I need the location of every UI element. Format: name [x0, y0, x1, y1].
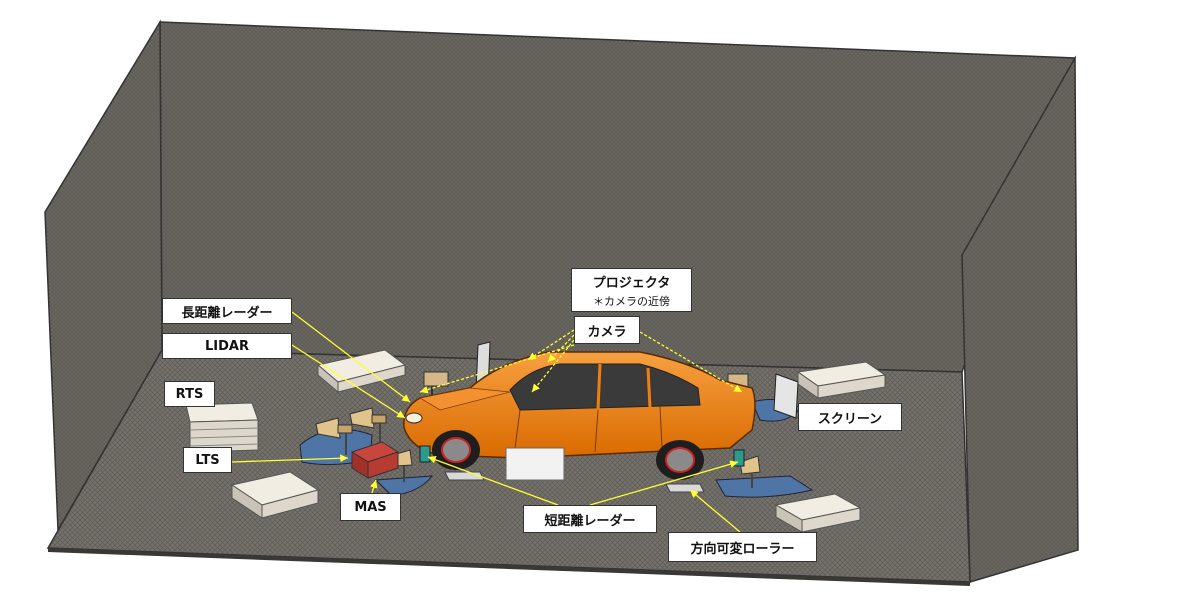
- label-projector: プロジェクタ ＊カメラの近傍: [571, 268, 692, 312]
- absorber-stack: [185, 402, 259, 453]
- leader-lts: [231, 454, 349, 463]
- leader-lidar: [291, 344, 406, 419]
- leader-variable-roller: [689, 489, 741, 533]
- mas-unit: [350, 441, 400, 479]
- car-windows: [509, 363, 701, 411]
- screen-panel: [773, 373, 799, 419]
- leader-camera-2: [547, 334, 575, 363]
- label-variable-roller: 方向可変ローラー: [668, 532, 817, 562]
- floor-edge: [48, 548, 970, 586]
- car-window-divider: [596, 363, 652, 411]
- horn-antenna: [315, 417, 353, 455]
- car-headlight: [405, 412, 423, 424]
- screens: [475, 341, 799, 419]
- short-range-radar-sensors: [419, 445, 745, 467]
- label-lidar: LIDAR: [162, 333, 292, 359]
- leader-camera-4: [419, 344, 575, 394]
- leader-mas: [369, 479, 378, 494]
- leader-lines: [231, 311, 743, 533]
- leader-short-range-radar-1: [427, 456, 559, 506]
- mat-rear-right: [715, 475, 814, 498]
- label-screen: スクリーン: [798, 403, 902, 431]
- label-rts: RTS: [164, 381, 215, 407]
- car-door-lines: [514, 405, 663, 453]
- label-short-range-radar: 短距離レーダー: [523, 505, 657, 533]
- horn-antenna: [739, 455, 761, 488]
- rear-wheel: [656, 440, 704, 480]
- label-long-range-radar: 長距離レーダー: [162, 298, 292, 324]
- car: [403, 351, 756, 493]
- absorber-stacks: [185, 349, 887, 533]
- leader-camera-1: [527, 329, 575, 361]
- leader-long-range-radar: [291, 311, 411, 403]
- label-camera: カメラ: [574, 316, 640, 344]
- label-mas: MAS: [340, 493, 401, 521]
- camera-rig-front: [423, 371, 449, 400]
- label-lts: LTS: [183, 447, 232, 473]
- absorber-stack: [796, 361, 887, 399]
- license-plate: [505, 447, 565, 481]
- horn-antenna: [349, 407, 387, 445]
- leader-short-range-radar-2: [589, 460, 739, 506]
- front-wheel: [432, 430, 480, 470]
- right-wall: [961, 55, 1079, 583]
- leader-camera-3: [531, 339, 575, 393]
- car-hood: [418, 387, 511, 411]
- absorber-stack: [230, 471, 320, 519]
